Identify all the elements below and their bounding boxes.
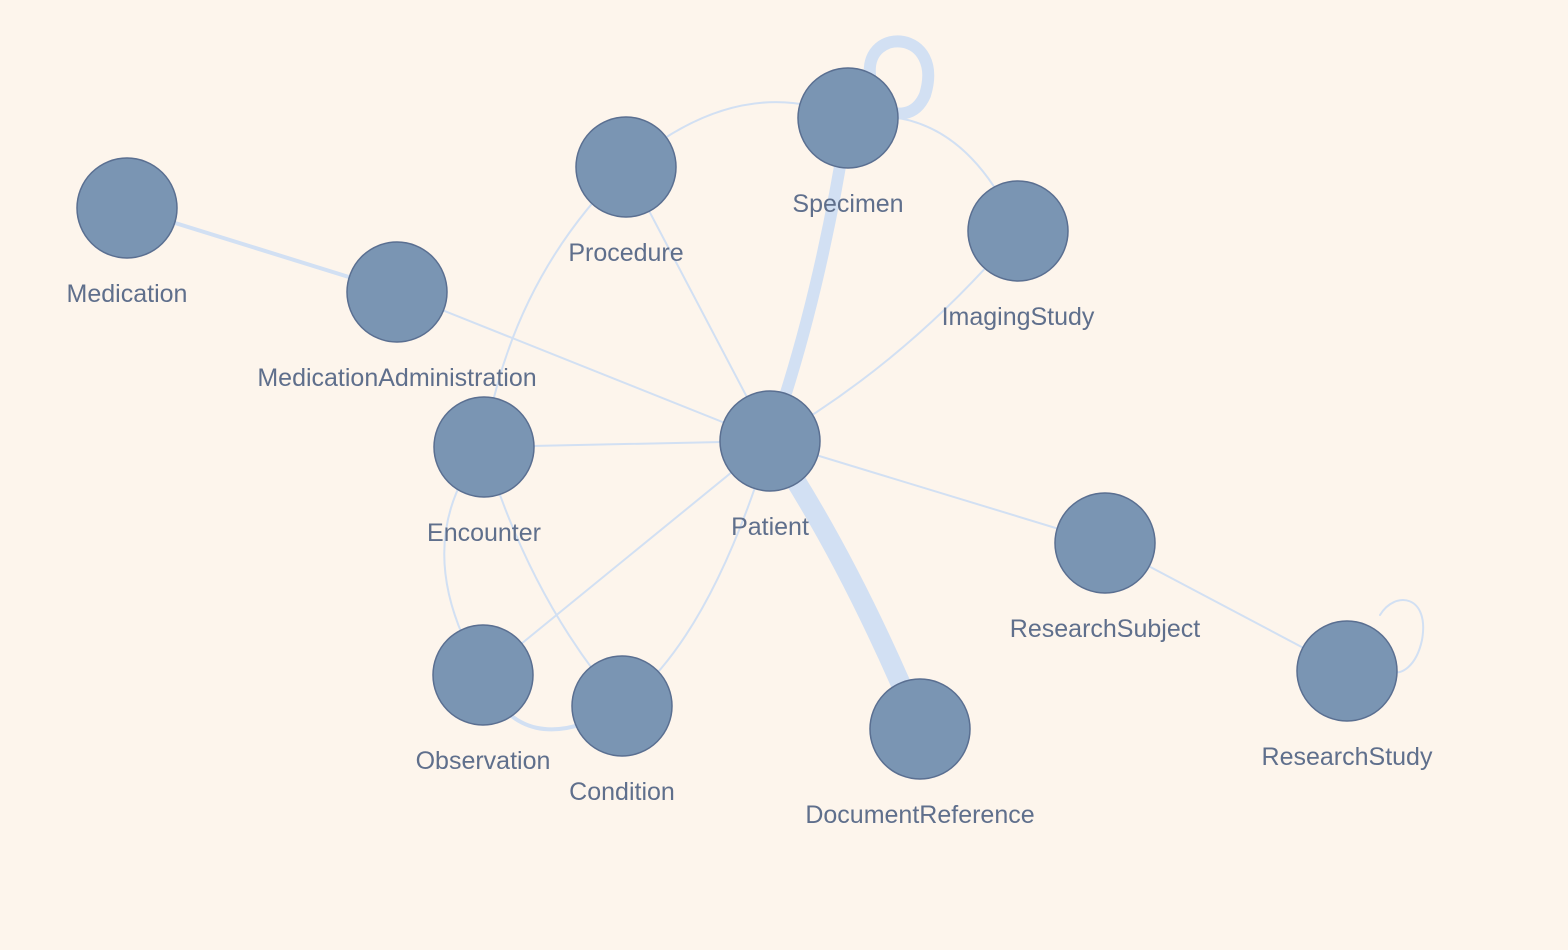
node-research-study[interactable]: ResearchStudy <box>1262 620 1433 771</box>
edge-patient-research-subject <box>769 440 1106 544</box>
node-observation[interactable]: Observation <box>416 624 551 775</box>
node-circle-document-reference[interactable] <box>869 678 971 780</box>
edge-specimen-specimen <box>863 35 935 120</box>
node-condition[interactable]: Condition <box>569 655 675 806</box>
edge-medication-administration-patient <box>396 291 771 442</box>
node-label-document-reference: DocumentReference <box>805 801 1034 829</box>
node-label-observation: Observation <box>416 747 551 775</box>
node-label-encounter: Encounter <box>427 519 541 547</box>
node-circle-medication[interactable] <box>76 157 178 259</box>
node-label-procedure: Procedure <box>568 239 683 267</box>
node-circle-observation[interactable] <box>432 624 534 726</box>
node-circle-condition[interactable] <box>571 655 673 757</box>
node-label-research-subject: ResearchSubject <box>1010 615 1200 643</box>
node-circle-patient[interactable] <box>719 390 821 492</box>
node-label-patient: Patient <box>731 513 809 541</box>
node-specimen[interactable]: Specimen <box>792 67 904 218</box>
node-label-imaging-study: ImagingStudy <box>942 303 1095 331</box>
node-circle-research-subject[interactable] <box>1054 492 1156 594</box>
node-circle-medication-administration[interactable] <box>346 241 448 343</box>
node-label-medication: Medication <box>67 280 188 308</box>
node-label-condition: Condition <box>569 778 675 806</box>
node-imaging-study[interactable]: ImagingStudy <box>942 180 1095 331</box>
node-research-subject[interactable]: ResearchSubject <box>1010 492 1200 643</box>
edge-procedure-patient <box>625 166 771 442</box>
node-label-medication-administration: MedicationAdministration <box>257 364 536 392</box>
node-circle-research-study[interactable] <box>1296 620 1398 722</box>
node-document-reference[interactable]: DocumentReference <box>805 678 1035 829</box>
node-medication[interactable]: Medication <box>67 157 188 308</box>
node-circle-imaging-study[interactable] <box>967 180 1069 282</box>
node-label-specimen: Specimen <box>792 190 903 218</box>
edge-patient-observation <box>482 440 771 676</box>
node-encounter[interactable]: Encounter <box>427 396 541 547</box>
edge-research-study-research-study <box>1379 599 1425 674</box>
node-circle-procedure[interactable] <box>575 116 677 218</box>
node-patient[interactable]: Patient <box>719 390 821 541</box>
node-procedure[interactable]: Procedure <box>568 116 684 267</box>
node-label-research-study: ResearchStudy <box>1262 743 1433 771</box>
node-circle-specimen[interactable] <box>797 67 899 169</box>
node-medication-administration[interactable]: MedicationAdministration <box>257 241 537 392</box>
node-circle-encounter[interactable] <box>433 396 535 498</box>
